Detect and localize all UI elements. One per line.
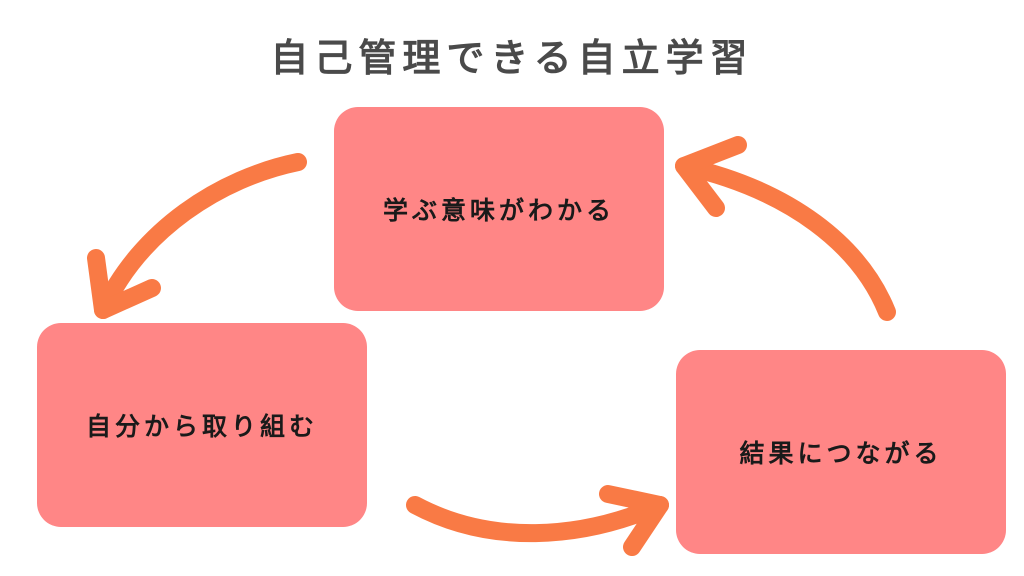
- diagram-title: 自己管理できる自立学習: [270, 36, 754, 80]
- arrow-left-to-right: [406, 485, 669, 556]
- step-label: 自分から取り組む: [85, 412, 318, 441]
- step-label: 学ぶ意味がわかる: [382, 196, 615, 225]
- step-box-self-initiative: 自分から取り組む: [37, 323, 367, 527]
- step-label: 結果につながる: [739, 439, 943, 468]
- arrow-right-to-top: [675, 136, 896, 321]
- step-box-understand-meaning: 学ぶ意味がわかる: [334, 107, 664, 311]
- arrow-top-to-left: [87, 153, 307, 319]
- step-box-lead-to-results: 結果につながる: [676, 350, 1006, 554]
